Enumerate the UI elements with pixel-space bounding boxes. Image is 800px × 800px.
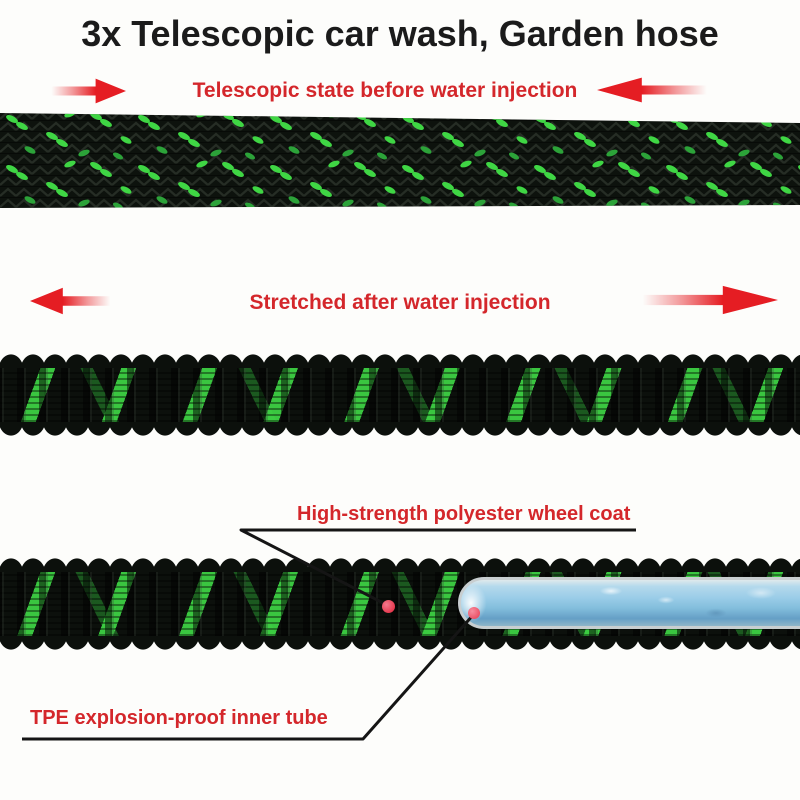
hose-ridge-edge — [0, 422, 800, 438]
before-injection-label: Telescopic state before water injection — [192, 79, 578, 102]
polyester-coat-label: High-strength polyester wheel coat — [297, 503, 631, 525]
hose-woven-body — [0, 368, 800, 422]
inner-tube — [458, 577, 800, 629]
tpe-tube-label: TPE explosion-proof inner tube — [30, 707, 328, 729]
hose-collapsed-photo — [0, 113, 800, 208]
hose-ridge-edge — [0, 556, 800, 572]
page-title: 3x Telescopic car wash, Garden hose — [81, 13, 719, 54]
hose-ridge-edge — [0, 636, 800, 652]
hose-stretched-photo — [0, 352, 800, 438]
hose-ridge-edge — [0, 352, 800, 368]
marker-dot-tube — [468, 607, 480, 619]
after-injection-label: Stretched after water injection — [249, 291, 551, 314]
marker-dot-coat — [382, 600, 395, 613]
